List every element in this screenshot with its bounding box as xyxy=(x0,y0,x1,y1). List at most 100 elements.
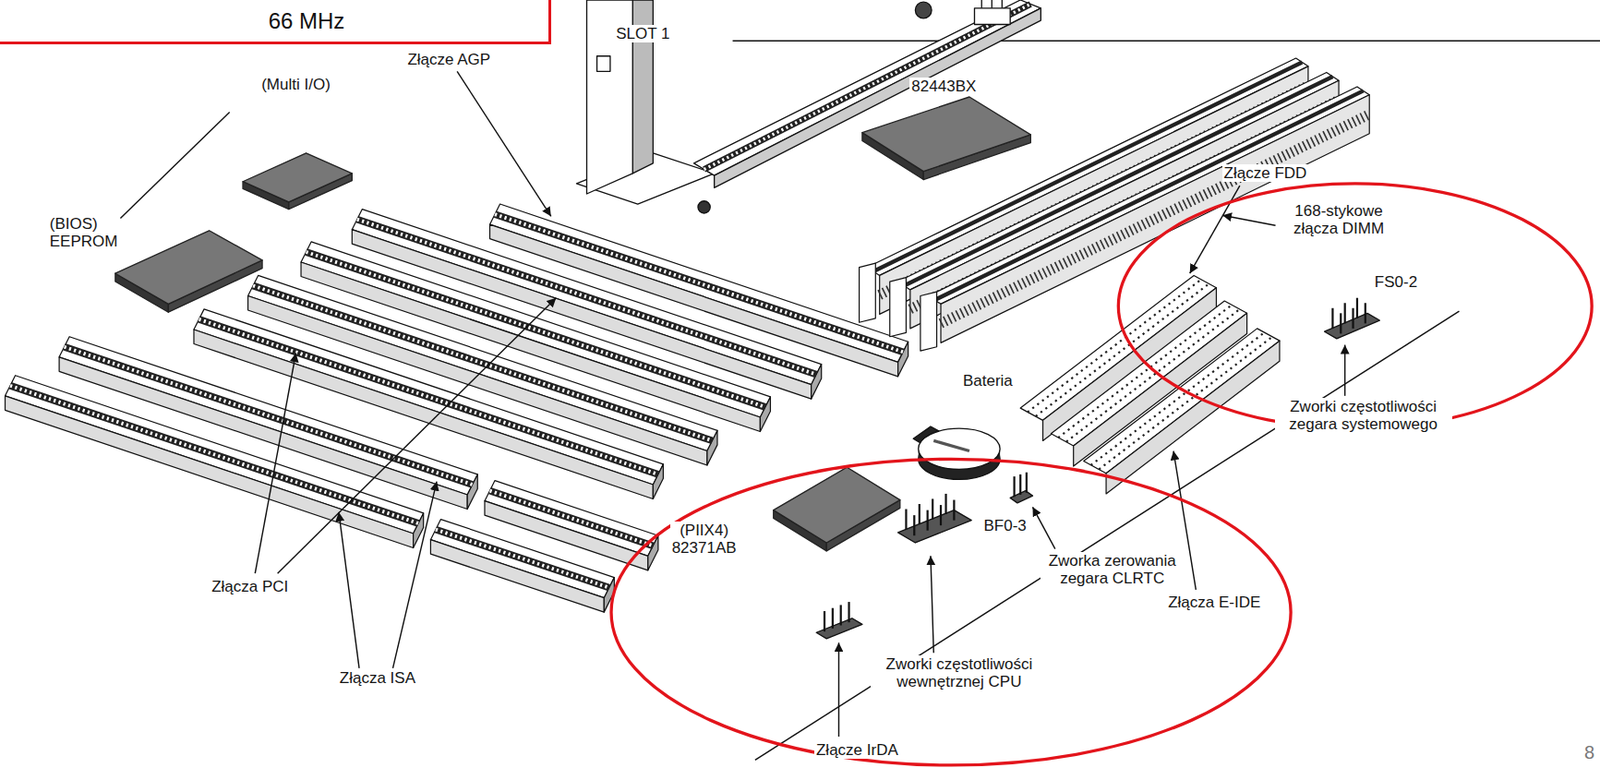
motherboard-illustration xyxy=(5,0,1600,766)
jumper-label: Zworka zerowania zegara CLRTC xyxy=(1040,552,1185,588)
bios-chip xyxy=(115,230,263,313)
pci-slot xyxy=(707,430,718,466)
clrtc-jumper xyxy=(1014,472,1027,498)
connector-label: Złącza E-IDE xyxy=(1166,593,1263,612)
cpu-frequency-jumpers xyxy=(913,515,915,536)
irda-header xyxy=(840,604,843,626)
dimm-slot xyxy=(859,263,877,323)
cpu-frequency-jumpers xyxy=(944,493,947,515)
pci-slot xyxy=(759,396,770,433)
leader-arrow xyxy=(393,481,438,669)
isa-slot xyxy=(435,529,610,589)
system-clock-jumpers xyxy=(1344,302,1347,324)
slot1-connector xyxy=(981,0,983,9)
irda-header xyxy=(823,611,826,632)
battery xyxy=(918,428,1000,470)
jumper-label: FS0-2 xyxy=(1372,273,1420,291)
pci-slot xyxy=(199,319,659,475)
connector-label: Złącze IrDA xyxy=(814,741,901,759)
slot1-connector xyxy=(914,1,932,19)
clrtc-jumper xyxy=(1012,476,1015,497)
jumper-label: BF0-3 xyxy=(982,517,1029,535)
slot1-connector xyxy=(1001,0,1003,9)
ide-header xyxy=(1083,328,1280,474)
cpu-frequency-jumpers xyxy=(898,510,973,543)
cpu-frequency-jumpers xyxy=(952,500,955,521)
isa-slot xyxy=(490,491,654,547)
ide-header xyxy=(1083,328,1280,494)
leader-arrow xyxy=(1032,506,1055,549)
slot1-connector xyxy=(597,56,611,73)
cpu-frequency-jumpers xyxy=(904,509,907,530)
battery xyxy=(933,440,970,451)
system-clock-jumpers xyxy=(1332,298,1365,335)
slot1-connector xyxy=(991,0,993,9)
dimm-slot xyxy=(890,277,907,337)
connector-label: 168-stykowe złącza DIMM xyxy=(1277,202,1400,238)
system-clock-jumpers xyxy=(1324,298,1381,339)
irda-header xyxy=(816,618,863,639)
board-edge xyxy=(120,40,1600,760)
irda-header xyxy=(831,608,834,629)
ide-header xyxy=(1090,332,1264,466)
highlight-ellipse xyxy=(611,183,1592,766)
northbridge-chip xyxy=(862,96,1031,172)
irda-header xyxy=(816,601,863,639)
system-clock-jumpers xyxy=(1351,308,1354,329)
page-number: 8 xyxy=(1582,742,1597,763)
southbridge-chip xyxy=(773,467,901,552)
leader-arrow xyxy=(457,71,552,217)
dimm-slot xyxy=(898,72,1339,289)
clrtc-jumper xyxy=(1025,472,1028,494)
system-clock-jumpers xyxy=(1331,308,1334,329)
battery-label: Bateria xyxy=(961,372,1015,390)
leader-arrow xyxy=(1222,215,1276,226)
pci-slot xyxy=(652,464,663,500)
system-clock-jumpers xyxy=(1356,298,1359,319)
system-clock-jumpers xyxy=(1339,312,1342,334)
dimm-slot xyxy=(920,291,938,351)
cpu-frequency-jumpers xyxy=(905,493,954,536)
chip-label: (PIIX4) 82371AB xyxy=(670,521,739,557)
cpu-frequency-jumpers xyxy=(926,510,929,531)
leader-arrow xyxy=(838,642,840,737)
frequency-box: 66 MHz xyxy=(0,0,552,45)
cpu-frequency-jumpers xyxy=(931,498,934,519)
multi-io-chip xyxy=(242,153,352,203)
slot1-connector xyxy=(697,201,710,214)
dimm-slot xyxy=(928,86,1370,304)
cpu-frequency-jumpers xyxy=(898,493,973,543)
northbridge-chip xyxy=(862,96,1031,181)
leader-arrow xyxy=(1344,345,1346,397)
isa-slot xyxy=(5,396,414,549)
bios-chip xyxy=(115,230,263,305)
isa-slot xyxy=(435,529,610,589)
isa-slot xyxy=(10,385,419,524)
slot-label: SLOT 1 xyxy=(613,24,672,43)
chip-label: (BIOS) EEPROM xyxy=(48,215,121,251)
clrtc-jumper xyxy=(1019,474,1022,495)
highlight-ellipse xyxy=(1118,183,1592,429)
box-text: 66 MHz xyxy=(268,8,346,35)
irda-header xyxy=(824,601,850,632)
connector-label: Złącza PCI xyxy=(209,577,290,596)
leader-arrow xyxy=(277,298,557,574)
cpu-frequency-jumpers xyxy=(918,504,921,525)
slot1-connector xyxy=(714,8,1042,189)
connector-label: Złącza ISA xyxy=(337,669,418,687)
connector-label: Złącze AGP xyxy=(405,50,493,69)
slot1-connector xyxy=(974,8,1011,25)
slot1-connector xyxy=(576,0,1041,214)
irda-header xyxy=(847,601,850,623)
battery xyxy=(913,426,1000,480)
isa-slot xyxy=(5,375,424,534)
isa-slot xyxy=(10,385,419,524)
leader-arrow xyxy=(254,352,296,574)
pci-slot xyxy=(199,319,659,475)
board-edge xyxy=(120,112,229,219)
southbridge-chip xyxy=(773,467,901,543)
ide-header xyxy=(1098,336,1273,470)
